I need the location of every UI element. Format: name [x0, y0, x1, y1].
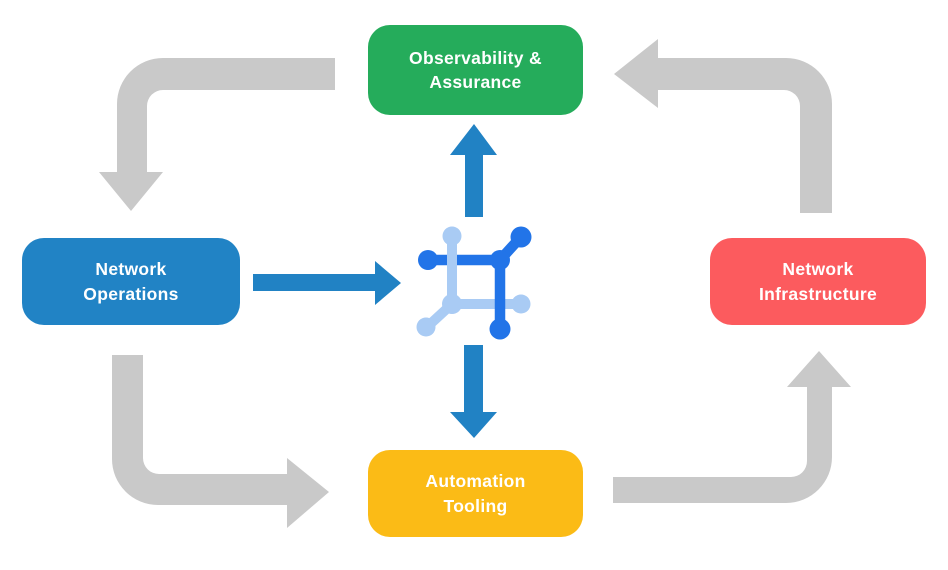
- cycle-arrows: [99, 39, 851, 528]
- icon-light-front-dots: [416, 226, 462, 337]
- network-fabric-icon: [416, 226, 532, 340]
- arrow-platform-to-observability: [450, 124, 497, 217]
- arrow-platform-to-automation: [450, 345, 497, 438]
- accent-arrows: [253, 124, 497, 438]
- node-network-infrastructure: Network Infrastructure: [710, 238, 926, 325]
- arrow-observability-to-operations: [99, 58, 335, 211]
- node-automation-tooling: Automation Tooling: [368, 450, 583, 537]
- arrow-infrastructure-to-observability: [614, 39, 832, 213]
- icon-dark-dots: [418, 226, 532, 340]
- arrow-operations-to-platform: [253, 261, 401, 305]
- node-observability-assurance: Observability & Assurance: [368, 25, 583, 115]
- icon-light-back-dots: [511, 294, 531, 314]
- arrow-automation-to-infrastructure: [613, 351, 851, 503]
- node-network-operations: Network Operations: [22, 238, 240, 325]
- arrow-operations-to-automation: [112, 355, 329, 528]
- icon-light-front-lines: [422, 231, 457, 332]
